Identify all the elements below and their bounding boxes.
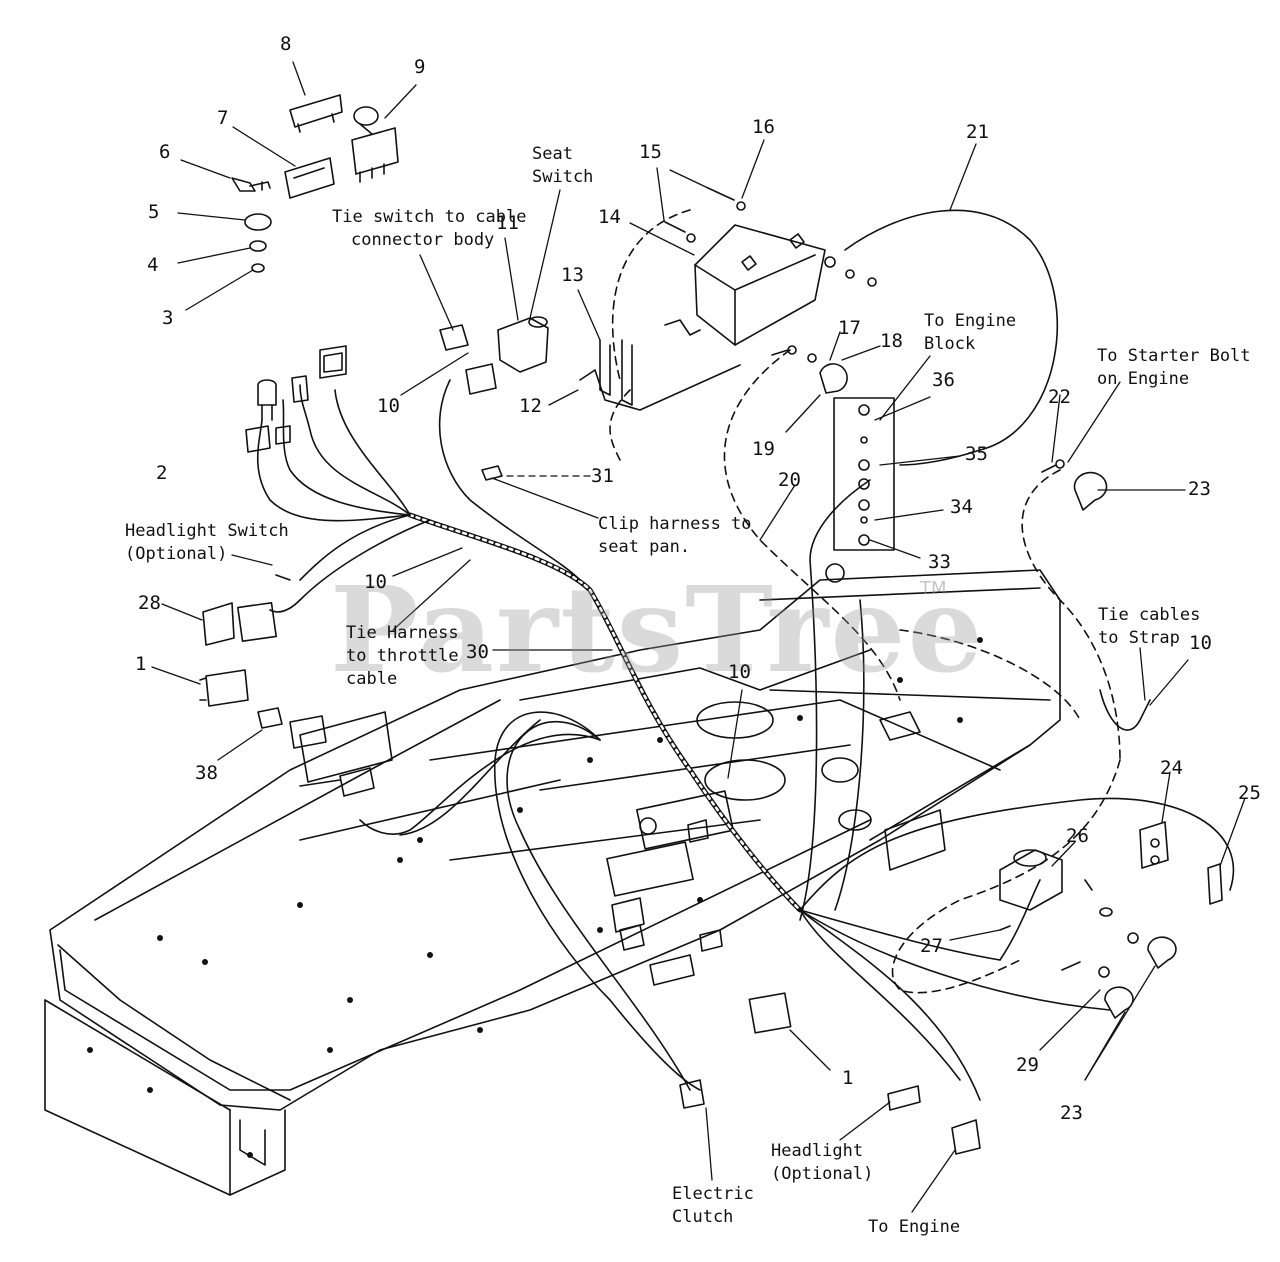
callout-24: 24 [1160, 757, 1183, 779]
callout-7: 7 [217, 107, 229, 129]
callout-21: 21 [966, 121, 989, 143]
note-seat-switch-1: Seat [532, 144, 573, 164]
note-headlight-2: (Optional) [771, 1164, 874, 1184]
callout-38: 38 [195, 762, 218, 784]
callout-3: 3 [162, 307, 174, 329]
note-to-engine: To Engine [868, 1217, 961, 1237]
callout-14: 14 [598, 206, 621, 228]
callout-8: 8 [280, 33, 292, 55]
note-tie-harness-3: cable [346, 669, 398, 689]
battery-hold-down [580, 320, 740, 410]
note-tie-switch-1: Tie switch to cable [332, 207, 527, 227]
callout-16: 16 [752, 116, 775, 138]
callout-23-top: 23 [1188, 478, 1211, 500]
note-tie-cables-2: to Strap [1098, 628, 1180, 648]
callout-35: 35 [965, 443, 988, 465]
callout-10-mid: 10 [364, 571, 387, 593]
solenoid-assembly [1000, 690, 1222, 1018]
note-seat-switch-2: Switch [532, 167, 594, 187]
callout-6: 6 [159, 141, 171, 163]
callout-20: 20 [778, 469, 801, 491]
note-engine-block-1: To Engine [924, 311, 1017, 331]
tractor-frame [45, 564, 1060, 1195]
callout-33: 33 [928, 551, 951, 573]
callout-13: 13 [561, 264, 584, 286]
watermark-trademark: TM [920, 578, 947, 599]
bottom-connectors [612, 820, 980, 1154]
callout-19: 19 [752, 438, 775, 460]
callout-34: 34 [950, 496, 973, 518]
callout-4: 4 [147, 254, 159, 276]
callout-2: 2 [156, 462, 168, 484]
callout-28: 28 [138, 592, 161, 614]
ground-cable-dashed [610, 210, 1120, 993]
seat-switch [440, 317, 548, 480]
callout-31: 31 [591, 465, 614, 487]
note-tie-harness-2: to throttle [346, 646, 459, 666]
callout-11: 11 [496, 212, 519, 234]
battery-cable [845, 210, 1057, 465]
callout-1-left: 1 [135, 653, 147, 675]
callout-36: 36 [932, 369, 955, 391]
callout-10-center: 10 [728, 661, 751, 683]
note-headlight-1: Headlight [771, 1141, 864, 1161]
leader-lines [152, 62, 1245, 1212]
note-clip-harness-1: Clip harness to [598, 514, 752, 534]
callout-12: 12 [519, 395, 542, 417]
battery [695, 225, 825, 345]
watermark: PartsTree [330, 560, 985, 699]
note-electric-clutch-1: Electric [672, 1184, 754, 1204]
switch-connectors [200, 346, 374, 796]
callout-5: 5 [148, 201, 160, 223]
note-tie-switch-2: connector body [351, 230, 495, 250]
callout-17: 17 [838, 317, 861, 339]
note-engine-block-2: Block [924, 334, 976, 354]
note-starter-bolt-2: on Engine [1097, 369, 1190, 389]
main-wire-harness [258, 380, 1234, 1100]
engine-block-ground-stack [834, 398, 894, 550]
callout-30: 30 [466, 641, 489, 663]
note-starter-bolt-1: To Starter Bolt [1097, 346, 1251, 366]
note-clip-harness-2: seat pan. [598, 537, 691, 557]
callout-1-bottom: 1 [842, 1067, 854, 1089]
starter-bolt-and-boot [1042, 460, 1107, 510]
battery-hardware [665, 188, 876, 393]
callout-22: 22 [1048, 386, 1071, 408]
callout-10-right: 10 [1189, 632, 1212, 654]
callout-25: 25 [1238, 782, 1261, 804]
callout-15: 15 [639, 141, 662, 163]
note-tie-cables-1: Tie cables [1098, 605, 1201, 625]
callout-18: 18 [880, 330, 903, 352]
callout-23-bottom: 23 [1060, 1102, 1083, 1124]
callout-27: 27 [920, 935, 943, 957]
note-headlight-switch-2: (Optional) [125, 544, 228, 564]
note-electric-clutch-2: Clutch [672, 1207, 734, 1227]
note-headlight-switch-1: Headlight Switch [125, 521, 289, 541]
callout-29: 29 [1016, 1054, 1039, 1076]
callout-26: 26 [1066, 825, 1089, 847]
callout-10-top: 10 [377, 395, 400, 417]
callout-9: 9 [414, 56, 426, 78]
ignition-parts [232, 95, 398, 272]
note-tie-harness-1: Tie Harness [346, 623, 459, 643]
